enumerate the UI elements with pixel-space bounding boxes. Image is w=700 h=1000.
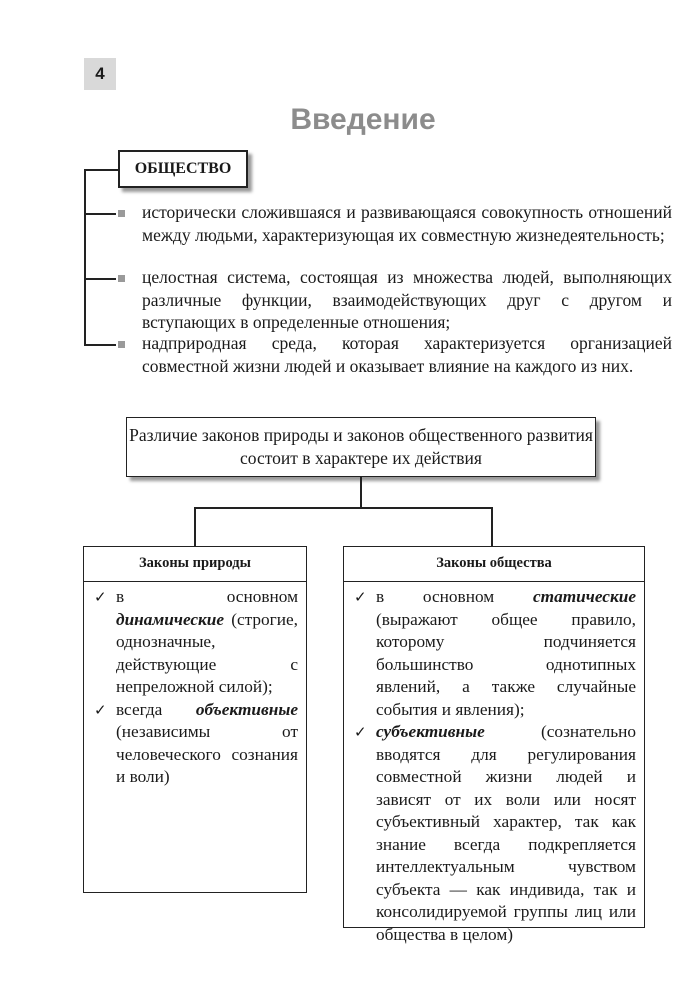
list-item: ✓ в основном статические (выражают общее…	[354, 586, 636, 721]
item-emphasis: динамические	[116, 609, 225, 629]
connector-stem	[360, 477, 362, 508]
item-text: всегда	[116, 699, 196, 719]
bracket-tick-3	[84, 344, 116, 346]
item-emphasis: объективные	[195, 699, 298, 719]
list-item: ✓ в основном динамические (строгие, одно…	[94, 586, 298, 699]
section-title: Введение	[290, 103, 436, 136]
page-number: 4	[84, 58, 116, 90]
term-box: ОБЩЕСТВО	[118, 150, 248, 188]
item-text: (строгие, однозначные, действующие с неп…	[116, 609, 298, 697]
check-icon: ✓	[354, 588, 367, 606]
check-icon: ✓	[94, 588, 107, 606]
connector-right	[491, 507, 493, 546]
list-item: ✓ субъективные (сознательно вводятся для…	[354, 721, 636, 946]
check-icon: ✓	[354, 723, 367, 741]
society-laws-box: Законы общества ✓ в основном статические…	[343, 546, 645, 944]
bracket-vertical	[84, 169, 86, 345]
definition-1: исторически сложившаяся и развивающаяся …	[142, 202, 672, 245]
bullet-square-3	[118, 341, 125, 348]
item-text: в основном	[116, 587, 298, 606]
connector-left	[194, 507, 196, 546]
definition-3: надприродная среда, которая характеризуе…	[142, 333, 672, 376]
check-icon: ✓	[94, 700, 107, 719]
bracket-top	[84, 169, 118, 171]
item-text: (сознательно вводятся для регулирования …	[376, 722, 636, 944]
list-item: ✓ всегда объективные (независимы от чело…	[94, 699, 298, 789]
item-text: в основном	[376, 587, 533, 606]
connector-horizontal	[194, 507, 492, 509]
bracket-tick-1	[84, 213, 116, 215]
item-emphasis: субъективные	[376, 722, 485, 741]
nature-laws-heading: Законы природы	[84, 547, 306, 582]
nature-laws-box: Законы природы ✓ в основном динамические…	[83, 546, 307, 893]
item-text: (выражают общее правило, которому подчин…	[376, 609, 636, 719]
item-emphasis: статические	[532, 587, 636, 606]
definition-2: целостная система, состоящая из множеств…	[142, 267, 672, 333]
bracket-tick-2	[84, 278, 116, 280]
bullet-square-2	[118, 275, 125, 282]
bullet-square-1	[118, 210, 125, 217]
society-laws-heading: Законы общества	[344, 547, 644, 582]
diagram-top-box: Различие законов природы и законов общес…	[126, 417, 596, 477]
item-text: (независимы от человеческого сознания и …	[116, 722, 298, 786]
